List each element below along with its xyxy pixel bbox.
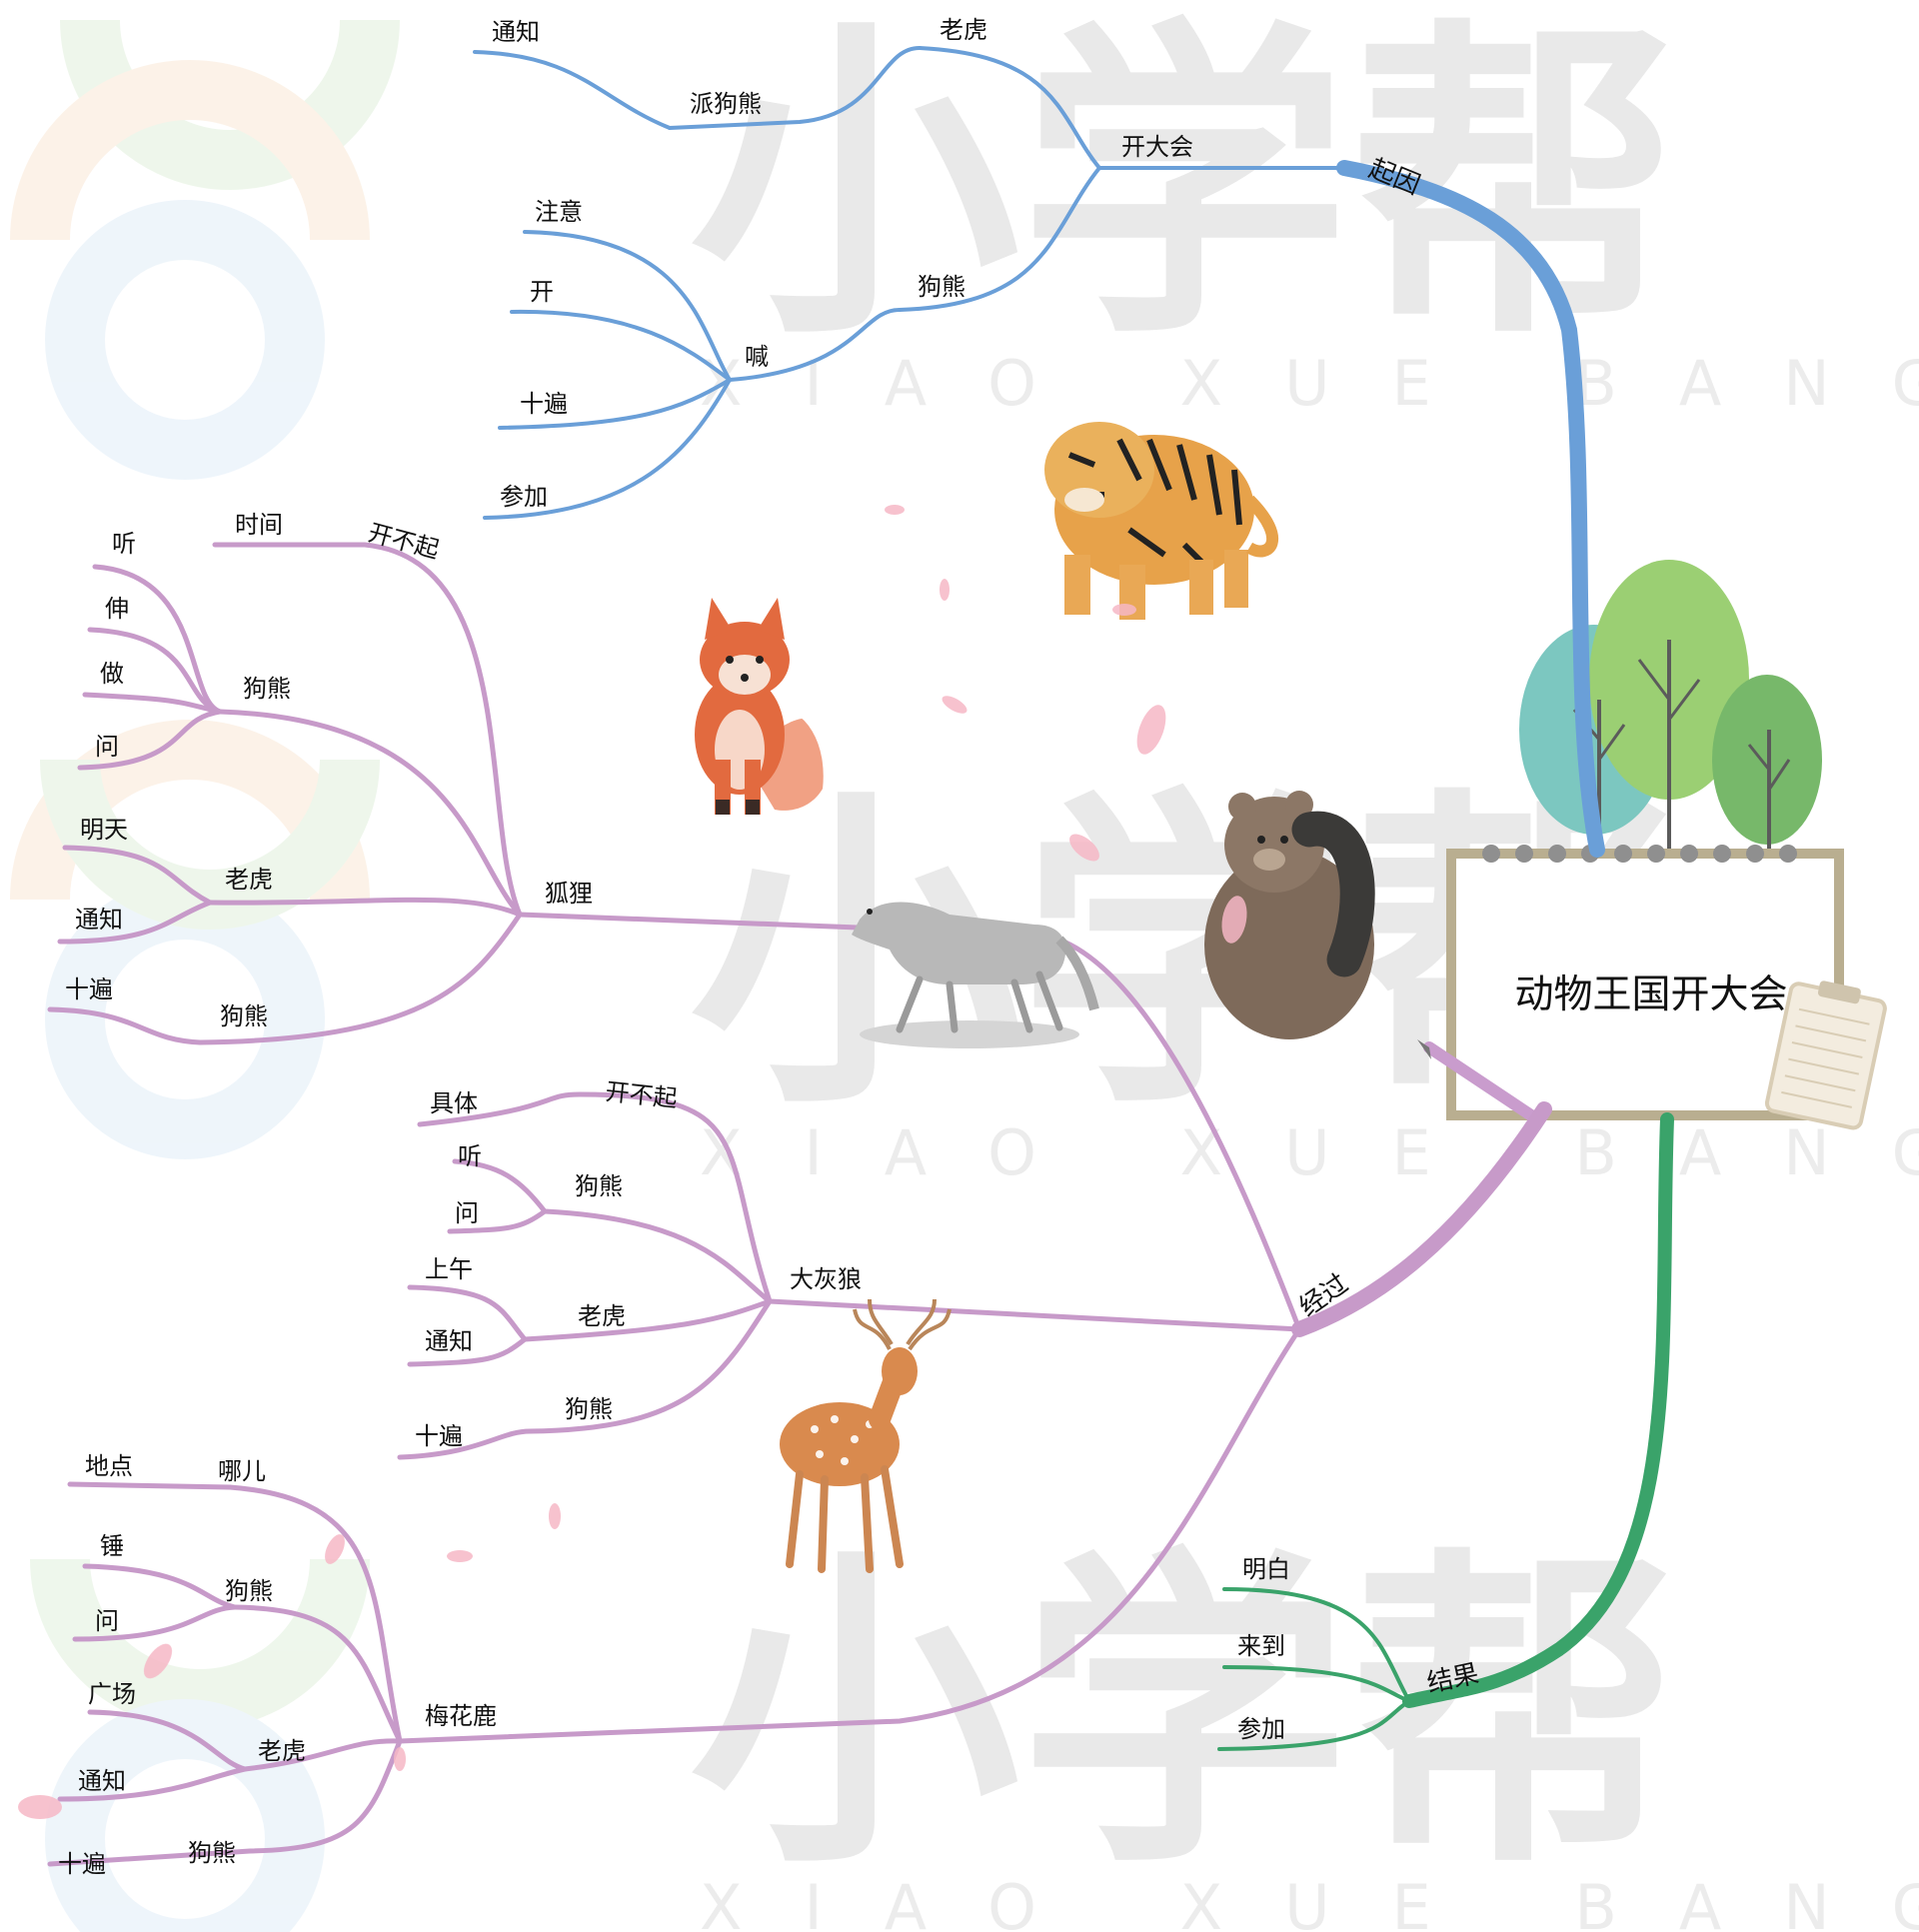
clipboard-icon — [1764, 980, 1887, 1130]
label-tongzhi: 通知 — [425, 1327, 473, 1355]
label-gouxiong: 狗熊 — [225, 1577, 273, 1605]
label-zhuyi: 注意 — [535, 198, 583, 226]
process-branch-lines — [47, 542, 1302, 1867]
label-gouxiong: 狗熊 — [918, 273, 965, 301]
watermark-latin: XIAO XUE BANG — [700, 1116, 1919, 1189]
fox-illustration — [695, 598, 838, 815]
label-kai: 开 — [530, 278, 554, 306]
petals-decoration — [18, 505, 1247, 1819]
label-pai-gouxiong: 派狗熊 — [690, 90, 762, 118]
label-tongzhi: 通知 — [492, 18, 540, 46]
label-gouxiong-2: 狗熊 — [565, 1395, 613, 1423]
bear-illustration — [1204, 791, 1375, 1039]
label-wen: 问 — [95, 1607, 119, 1635]
label-shangwu: 上午 — [425, 1255, 473, 1283]
label-canjia: 参加 — [500, 483, 548, 511]
label-fox: 狐狸 — [545, 880, 593, 908]
label-gouxiong-2: 狗熊 — [220, 1002, 268, 1030]
central-topic: 动物王国开大会 — [1417, 560, 1887, 1130]
label-gouxiong: 狗熊 — [575, 1172, 623, 1200]
label-shibian: 十遍 — [415, 1422, 463, 1450]
label-zuo: 做 — [100, 660, 124, 688]
label-kaibuqi: 开不起 — [604, 1077, 679, 1112]
label-mingtian: 明天 — [80, 816, 128, 844]
label-laidao: 来到 — [1237, 1632, 1285, 1660]
label-shibian: 十遍 — [520, 390, 568, 418]
label-kai-da-hui: 开大会 — [1121, 133, 1193, 161]
label-shibian: 十遍 — [65, 975, 113, 1003]
label-naer: 哪儿 — [218, 1457, 266, 1485]
watermark-text: 小学帮 — [690, 1523, 1679, 1907]
central-title: 动物王国开大会 — [1514, 972, 1787, 1017]
watermark-text: 小学帮 — [690, 0, 1679, 378]
label-tongzhi: 通知 — [78, 1767, 126, 1795]
label-mingbai: 明白 — [1242, 1555, 1290, 1583]
cause-branch-lines — [473, 46, 1346, 520]
label-han: 喊 — [745, 343, 769, 371]
label-chui: 锤 — [100, 1532, 124, 1560]
labels: 起因 经过 结果 开大会 老虎 派狗熊 通知 狗熊 喊 注意 开 十遍 参加 狐… — [58, 16, 1481, 1878]
label-laohu: 老虎 — [258, 1737, 306, 1765]
deer-illustration — [780, 1298, 952, 1573]
label-wolf: 大灰狼 — [790, 1265, 862, 1293]
label-deer: 梅花鹿 — [425, 1702, 497, 1730]
watermark-latin: XIAO XUE BANG — [700, 347, 1919, 420]
label-guangchang: 广场 — [88, 1680, 136, 1708]
label-shen: 伸 — [105, 595, 129, 623]
pencil-icon — [1417, 1039, 1540, 1123]
label-laohu: 老虎 — [225, 866, 273, 894]
result-branch-lines — [1217, 1587, 1411, 1751]
label-laohu: 老虎 — [940, 16, 987, 44]
label-laohu: 老虎 — [578, 1302, 626, 1330]
label-canjia: 参加 — [1237, 1715, 1285, 1743]
wolf-illustration — [852, 902, 1099, 1048]
label-ting: 听 — [458, 1142, 482, 1170]
label-shibian: 十遍 — [58, 1850, 106, 1878]
label-gouxiong: 狗熊 — [243, 675, 291, 703]
label-ting: 听 — [112, 530, 136, 558]
trees-illustration — [1519, 560, 1822, 860]
watermark-latin: XIAO XUE BANG — [700, 1871, 1919, 1932]
label-shijian: 时间 — [235, 511, 283, 539]
label-gouxiong-2: 狗熊 — [188, 1839, 236, 1867]
label-juti: 具体 — [430, 1089, 478, 1117]
tiger-illustration — [1044, 422, 1278, 620]
label-wen: 问 — [455, 1199, 479, 1227]
label-tongzhi: 通知 — [75, 906, 123, 934]
main-trunks — [1291, 160, 1674, 1708]
label-didian: 地点 — [85, 1452, 133, 1480]
label-wen: 问 — [95, 733, 119, 761]
